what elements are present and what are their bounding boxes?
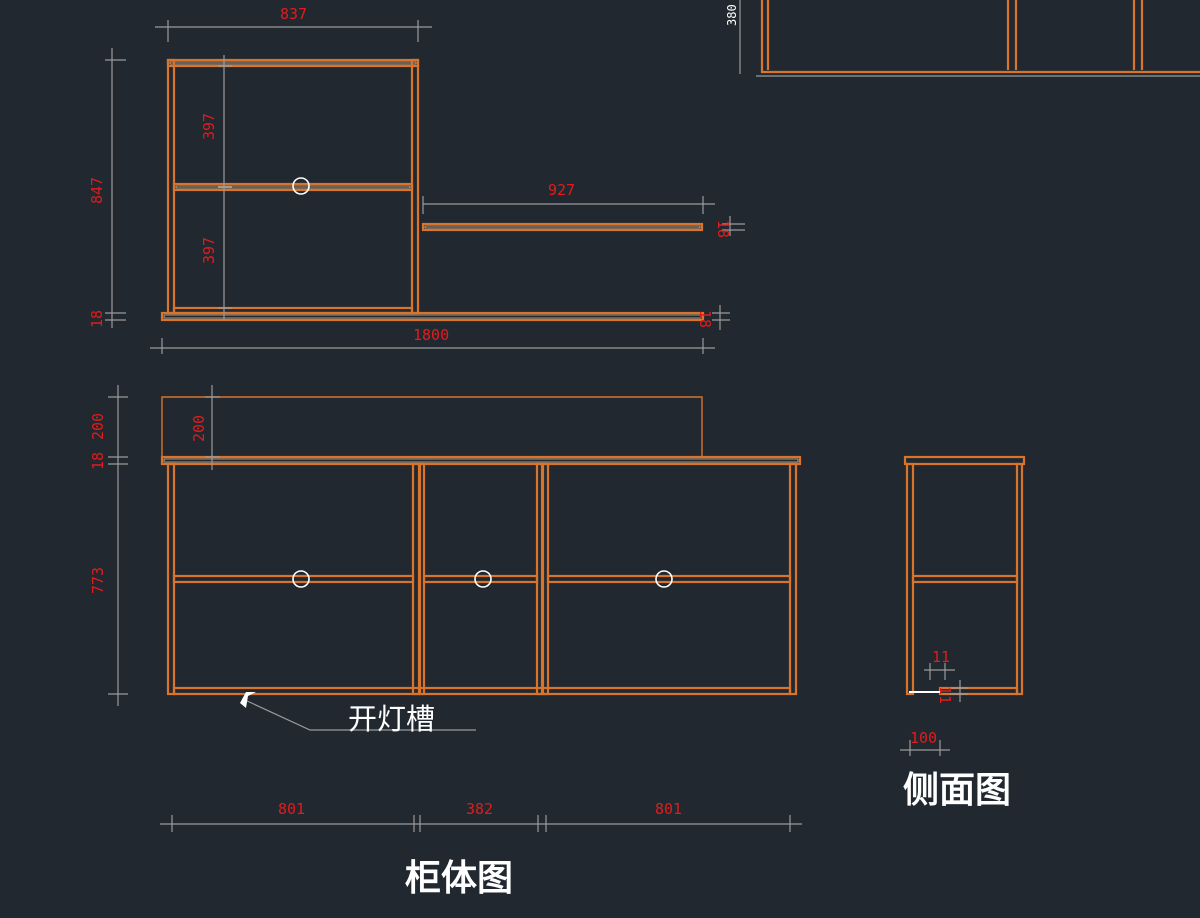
dim-927: 927	[548, 181, 575, 199]
light-groove-label: 开灯槽	[348, 702, 435, 736]
dim-397-upper: 397	[200, 113, 218, 140]
dim-200-backsplash: 200	[89, 413, 107, 440]
leader-arrow-icon	[240, 692, 256, 708]
dim-18-board: 18	[696, 310, 714, 328]
dim-397-lower: 397	[200, 237, 218, 264]
dim-18-top: 18	[89, 452, 107, 470]
dim-773: 773	[89, 567, 107, 594]
side-view-title: 侧面图	[903, 770, 1011, 811]
dim-1800: 1800	[413, 326, 449, 344]
dim-801-right: 801	[655, 800, 682, 818]
handle-icon	[655, 570, 673, 588]
partial-cabinet-view: 380	[725, 0, 1200, 77]
dim-847: 847	[88, 177, 106, 204]
dim-11-height: 11	[936, 686, 954, 704]
dim-18-base: 18	[88, 310, 106, 328]
dim-11-width: 11	[932, 648, 950, 666]
dim-18-shelf: 18	[714, 220, 732, 238]
top-view: 837 847 397 397 18 927 18 18 1800	[88, 5, 745, 354]
cabinet-view-title: 柜体图	[405, 858, 513, 899]
dim-837: 837	[280, 5, 307, 23]
front-view: 200 200 18 773 801 382 801 开灯槽 柜体图	[89, 385, 802, 899]
dim-801-left: 801	[278, 800, 305, 818]
handle-icon	[292, 570, 310, 588]
dim-382: 382	[466, 800, 493, 818]
handle-icon	[474, 570, 492, 588]
handle-icon	[292, 177, 310, 195]
dim-100: 100	[910, 729, 937, 747]
dim-380: 380	[725, 4, 739, 26]
side-view: 11 11 100 侧面图	[900, 455, 1026, 811]
dim-200-inner: 200	[190, 415, 208, 442]
